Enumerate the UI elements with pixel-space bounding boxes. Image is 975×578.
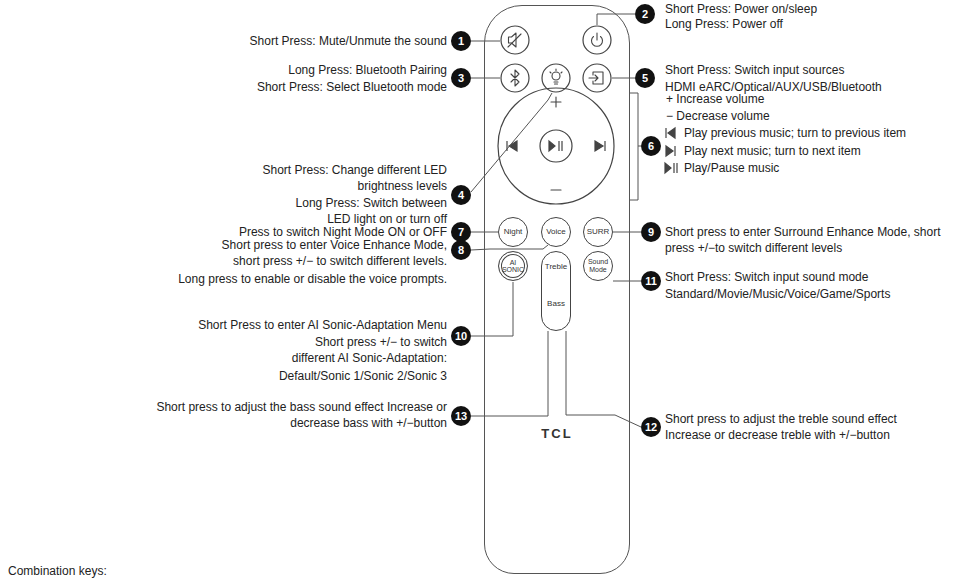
callout-text: − Decrease volume	[666, 108, 770, 124]
input-icon	[589, 72, 603, 84]
input-button	[583, 64, 611, 92]
bulb-rays	[550, 69, 562, 84]
minus-symbol	[551, 189, 561, 190]
mute-button	[501, 26, 529, 54]
leader-line	[613, 232, 641, 233]
callout-text: Long Press: Bluetooth Pairing	[288, 62, 447, 78]
leader-line	[471, 41, 500, 42]
ai-sonic-button: AI SONIC	[498, 251, 528, 281]
bluetooth-icon	[511, 70, 519, 86]
callout-text: Short press to enter Voice Enhance Mode,…	[207, 237, 447, 269]
callout-text: Play previous music; turn to previous it…	[684, 125, 906, 141]
callout-text: Short Press: Change different LED bright…	[260, 162, 447, 194]
callout-number: 10	[451, 326, 471, 346]
callout-text: Short Press: Power on/sleep	[665, 1, 817, 17]
nav-ring	[498, 88, 614, 204]
callout-text: Combination keys:	[8, 563, 107, 578]
callout-text: Press to switch Night Mode ON or OFF	[239, 224, 447, 240]
callout-number: 1	[451, 31, 471, 51]
button-label: Night	[504, 228, 523, 236]
callout-text: Play next music; turn to next item	[684, 143, 861, 159]
callout-text: Long Press: Power off	[665, 16, 783, 32]
next-bar	[604, 141, 605, 151]
callout-number: 12	[641, 417, 661, 437]
button-label: Sound Mode	[586, 258, 610, 274]
pause-bars	[559, 141, 562, 151]
callout-text: Short Press: Switch input sound mode	[665, 269, 868, 285]
mute-slash	[508, 34, 521, 47]
play-triangle	[549, 141, 555, 151]
pause-bars	[674, 163, 677, 173]
power-button	[583, 26, 611, 54]
callout-text: Short press to adjust the treble sound e…	[665, 411, 935, 443]
callout-text: Short press to adjust the bass sound eff…	[147, 399, 447, 431]
bulb-icon	[552, 72, 560, 80]
callout-text: Long Press: Switch between LED light on …	[289, 195, 447, 227]
button-label: SURR	[587, 228, 610, 236]
leader-lines	[471, 14, 641, 427]
voice-button: Voice	[541, 217, 571, 247]
callout-number: 9	[641, 222, 661, 242]
button-label: Treble	[545, 262, 567, 271]
button-label: Voice	[546, 228, 566, 236]
leader-line	[471, 78, 500, 79]
remote-body: TCL Night Voice SURR AI SONIC TrebleBass Sound…	[484, 5, 630, 574]
play-button	[540, 130, 572, 162]
power-icon-bar	[596, 33, 597, 40]
callout-number: 5	[635, 68, 655, 88]
callout-number: 11	[641, 271, 661, 291]
button-icons	[508, 33, 603, 190]
next-triangle	[595, 141, 603, 151]
callout-number: 8	[451, 240, 471, 260]
prev-bar	[665, 128, 666, 138]
surround-button: SURR	[583, 217, 613, 247]
button-label: AI SONIC	[501, 259, 525, 273]
treble-bass-key: TrebleBass	[541, 251, 571, 331]
callout-text: Short Press to enter AI Sonic-Adaptation…	[198, 317, 447, 333]
next-bar	[674, 146, 675, 156]
leader-line	[613, 281, 641, 282]
callout-text: Standard/Movie/Music/Voice/Game/Sports	[665, 286, 890, 302]
bluetooth-button	[501, 64, 529, 92]
callout-text: Short Press: Select Bluetooth mode	[257, 79, 447, 95]
sound-mode-button: Sound Mode	[583, 251, 613, 281]
callout-number: 2	[635, 4, 655, 24]
bracket	[630, 93, 641, 200]
callout-number: 6	[641, 136, 661, 156]
callout-number: 4	[451, 185, 471, 205]
play-triangle	[665, 163, 671, 173]
button-label: Bass	[547, 299, 565, 308]
callout-text: Short press to enter Surround Enhance Mo…	[665, 224, 945, 256]
leader-line	[471, 282, 513, 336]
callout-text: Short Press: Mute/Unmute the sound	[250, 33, 447, 49]
leader-line	[612, 78, 635, 79]
night-button: Night	[498, 217, 528, 247]
callout-text: Short press +/− to switch different AI S…	[279, 334, 447, 366]
leader-line	[597, 14, 635, 25]
callout-number: 13	[451, 406, 471, 426]
callout-number: 7	[451, 222, 471, 242]
callout-text: Play/Pause music	[684, 160, 779, 176]
next-triangle	[666, 146, 673, 156]
callout-text: Default/Sonic 1/Sonic 2/Sonic 3	[279, 368, 447, 384]
leader-line	[471, 331, 548, 416]
brand-logo: TCL	[485, 426, 629, 442]
prev-triangle	[668, 128, 675, 138]
remote-buttons	[498, 26, 614, 204]
callout-text: + Increase volume	[666, 91, 764, 107]
plus-symbol	[551, 97, 561, 107]
media-icons	[507, 128, 677, 173]
callout-text: Long press to enable or disable the voic…	[178, 271, 447, 287]
callout-text: Short Press: Switch input sources	[665, 62, 844, 78]
callout-number: 3	[451, 68, 471, 88]
